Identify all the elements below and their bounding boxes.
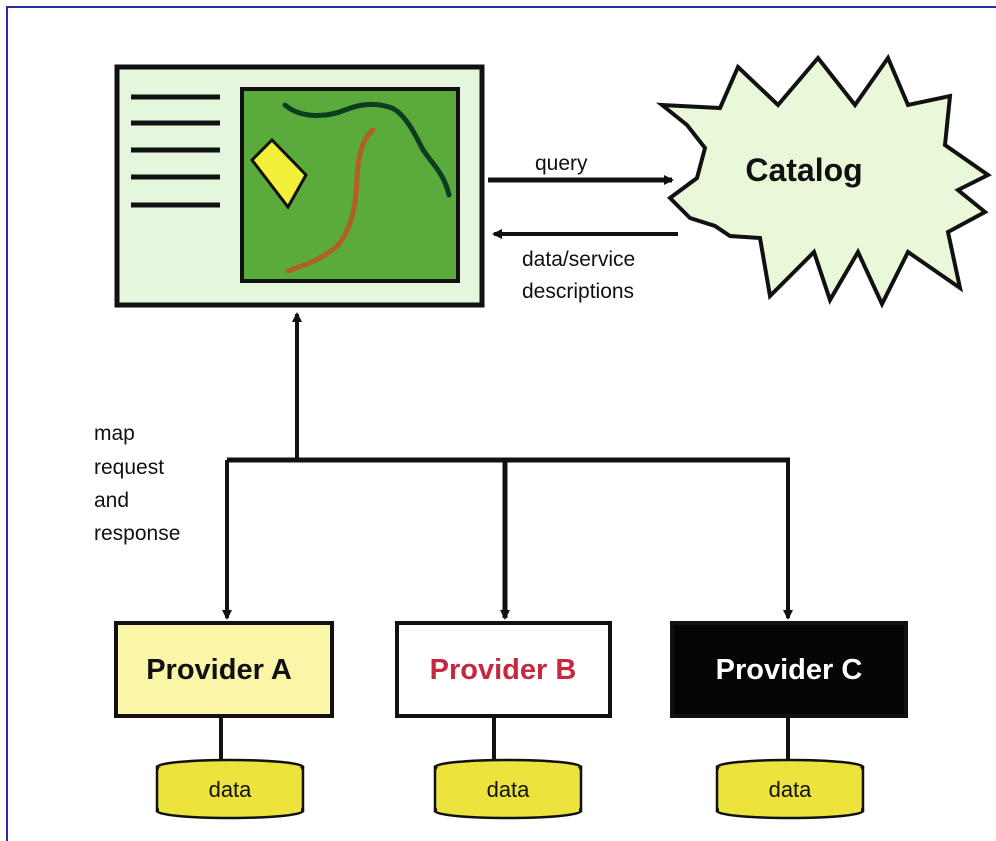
provider-a-box: [114, 621, 334, 718]
provider-a: Provider A data: [114, 621, 334, 820]
provider-b: Provider B data: [395, 621, 612, 820]
map-request-label: map request and response: [94, 422, 180, 545]
provider-a-label: Provider A: [146, 654, 292, 686]
request-bus: [222, 312, 793, 620]
provider-b-label: Provider B: [430, 654, 577, 686]
road-path: [285, 127, 376, 274]
provider-b-data-label: data: [487, 777, 531, 802]
parcel-polygon: [250, 137, 308, 210]
provider-c: Provider C data: [670, 621, 908, 820]
database-icon: [433, 758, 583, 820]
database-icon: [155, 758, 305, 820]
provider-c-box: [670, 621, 908, 718]
map-request-line: response: [94, 522, 180, 545]
map-request-line: map: [94, 422, 135, 445]
descriptions-label-line-2: descriptions: [522, 280, 634, 303]
map-view: [240, 87, 460, 283]
catalog-label: Catalog: [745, 152, 862, 188]
catalog-starburst: [655, 53, 992, 309]
provider-c-data-label: data: [769, 777, 813, 802]
query-label: query: [535, 152, 588, 175]
map-request-line: and: [94, 489, 129, 512]
diagram-frame: [6, 6, 996, 841]
catalog-node: Catalog: [655, 53, 992, 309]
map-request-line: request: [94, 456, 164, 479]
provider-b-box: [395, 621, 612, 718]
river-path: [282, 101, 452, 198]
client-application: [114, 64, 485, 308]
provider-c-label: Provider C: [716, 654, 863, 686]
database-icon: [715, 758, 865, 820]
provider-a-data-label: data: [209, 777, 253, 802]
descriptions-label-line-1: data/service: [522, 248, 635, 271]
